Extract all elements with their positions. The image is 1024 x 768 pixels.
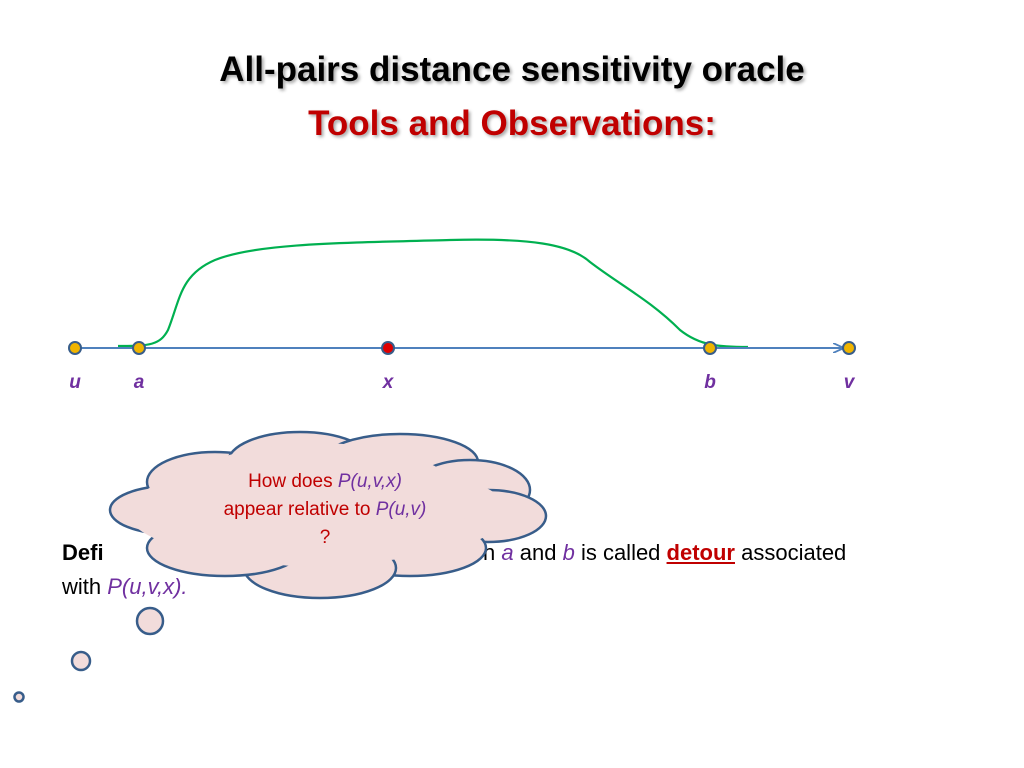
bubble-text-part2: appear relative to <box>223 499 376 520</box>
definition-var-a: a <box>501 540 514 565</box>
thought-dot-large <box>135 606 165 636</box>
definition-var-b: b <box>562 540 575 565</box>
vertex-u <box>68 341 82 355</box>
vertex-label-u: u <box>69 372 81 393</box>
thought-bubble <box>13 430 548 703</box>
thought-dot-medium <box>70 650 92 672</box>
vertex-label-b: b <box>704 372 716 393</box>
detour-curve <box>117 238 749 349</box>
vertex-label-a: a <box>134 372 145 393</box>
definition-text: Defieen a and b is called detour associa… <box>62 536 962 604</box>
definition-part4: associated <box>735 540 847 565</box>
bubble-path-x: P(u,v,x) <box>337 471 402 492</box>
definition-keyword-detour: detour <box>666 540 735 565</box>
definition-lead: Defi <box>62 540 104 565</box>
bubble-path: P(u,v) <box>375 499 427 520</box>
definition-part3: is called <box>574 540 667 565</box>
vertex-x <box>381 341 395 355</box>
definition-part5: with <box>62 574 108 599</box>
bubble-text-part3: ? <box>319 527 331 548</box>
vertex-b <box>703 341 717 355</box>
title-line2: Tools and Observations: <box>308 104 716 143</box>
definition-path: P(u,v,x). <box>107 574 188 599</box>
definition-part2: and <box>513 540 563 565</box>
vertex-label-x: x <box>382 372 395 393</box>
vertex-v <box>842 341 856 355</box>
bubble-text-part1: How does <box>248 471 338 492</box>
vertex-a <box>132 341 146 355</box>
thought-dot-small <box>13 691 25 703</box>
vertex-label-v: v <box>844 372 856 393</box>
thought-cloud <box>108 430 548 600</box>
title-line1: All-pairs distance sensitivity oracle <box>219 50 805 89</box>
thought-bubble-text: How does P(u,v,x) appear relative to P(u… <box>180 468 470 552</box>
